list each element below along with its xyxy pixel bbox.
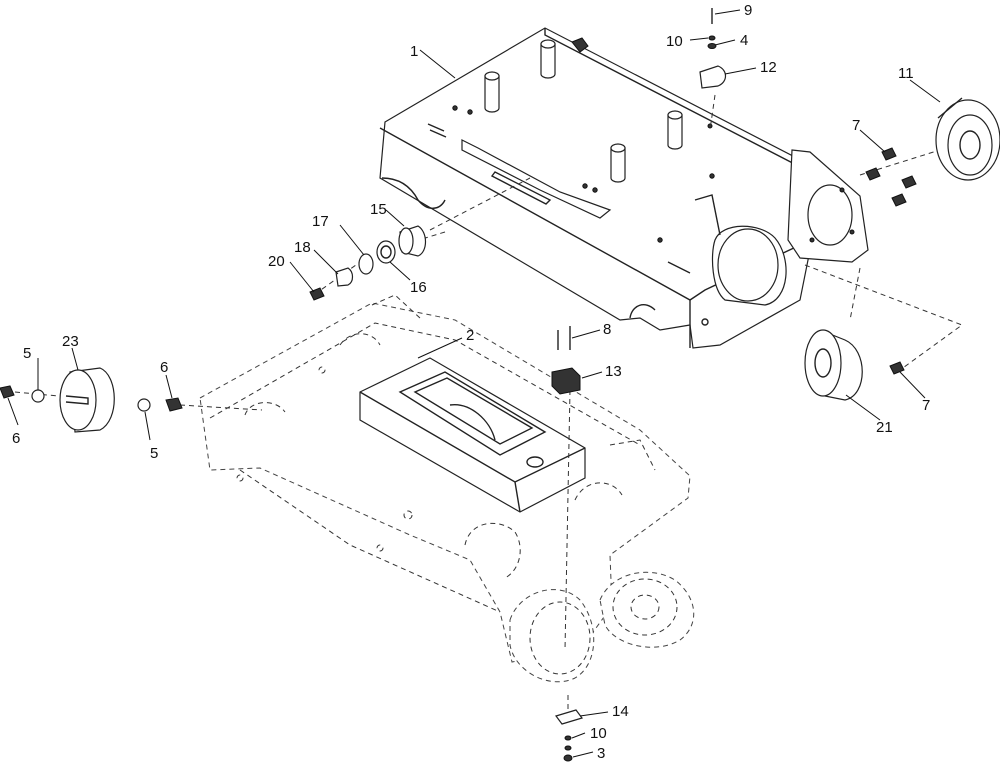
callout-2: 2 — [466, 327, 474, 344]
callout-13: 13 — [605, 363, 622, 380]
leader-lines — [7, 9, 941, 758]
callout-3: 3 — [597, 745, 605, 762]
callout-6-right: 6 — [160, 359, 168, 376]
part-11-flange — [935, 97, 1000, 181]
part-1-upper-frame — [379, 27, 869, 349]
callout-4: 4 — [740, 32, 748, 49]
part-4-nut — [707, 43, 717, 49]
part-10-washer-top — [708, 35, 716, 41]
part-21-roller — [804, 329, 863, 401]
lower-frame-dashed — [199, 294, 695, 683]
callout-1: 1 — [410, 43, 418, 60]
part-23-roller — [59, 367, 115, 433]
callout-6-left: 6 — [12, 430, 20, 447]
part-3-nut — [563, 754, 573, 762]
callout-11: 11 — [898, 65, 914, 82]
callout-21: 21 — [876, 419, 893, 436]
part-16-bearing — [376, 240, 396, 264]
callout-8: 8 — [603, 321, 611, 338]
part-3-washer — [564, 745, 572, 751]
callout-23: 23 — [62, 333, 79, 350]
callout-5-left: 5 — [23, 345, 31, 362]
part-15-bearing — [398, 225, 427, 257]
callout-10-bottom: 10 — [590, 725, 607, 742]
part-5-washer-left — [31, 389, 45, 403]
callout-15: 15 — [370, 201, 387, 218]
part-12-clamp — [699, 65, 727, 89]
callout-17: 17 — [312, 213, 329, 230]
part-7-bolt-a — [881, 147, 897, 161]
callout-labels: 1 2 3 4 5 5 6 6 7 7 8 9 10 10 11 12 13 1… — [12, 2, 930, 762]
callout-5-right: 5 — [150, 445, 158, 462]
part-7-bolt-b — [865, 167, 881, 181]
callout-10-top: 10 — [666, 33, 683, 50]
callout-9: 9 — [744, 2, 752, 19]
callout-16: 16 — [410, 279, 427, 296]
part-6-nut-left — [0, 385, 15, 399]
part-18-bushing — [335, 267, 354, 287]
part-17-snap-ring — [358, 253, 374, 275]
callout-20: 20 — [268, 253, 285, 270]
callout-14: 14 — [612, 703, 629, 720]
part-13-block — [551, 367, 581, 395]
part-6-nut-right — [165, 397, 183, 412]
part-2-housing — [359, 357, 586, 513]
part-5-washer-right — [137, 398, 151, 412]
callout-7-top: 7 — [852, 117, 860, 134]
part-7-bolt-e — [889, 361, 905, 375]
callout-18: 18 — [294, 239, 311, 256]
part-14-plate — [555, 709, 583, 725]
part-10-washer-bottom — [564, 735, 572, 741]
part-7-bolt-c — [901, 175, 917, 189]
callout-7-bottom: 7 — [922, 397, 930, 414]
callout-12: 12 — [760, 59, 777, 76]
part-7-bolt-d — [891, 193, 907, 207]
